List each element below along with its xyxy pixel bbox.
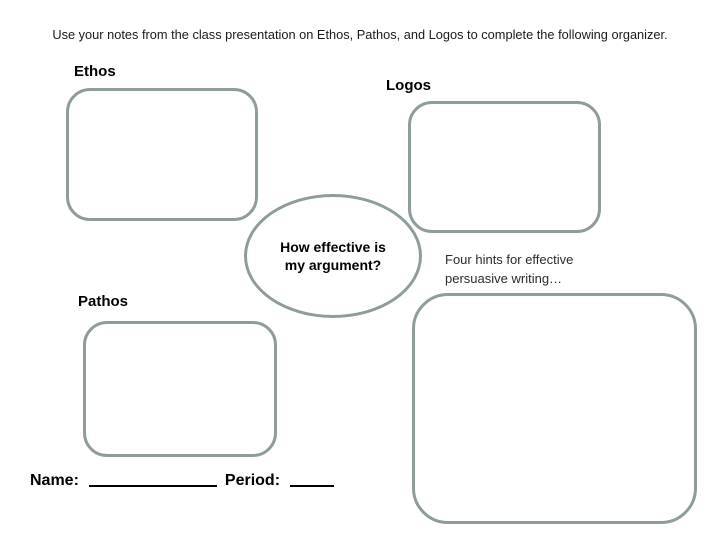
name-blank-field[interactable]: [88, 471, 217, 487]
pathos-label: Pathos: [78, 293, 129, 310]
footer: Name: Period:: [30, 471, 335, 490]
logos-box[interactable]: [408, 101, 601, 233]
logos-label: Logos: [386, 77, 431, 94]
hints-caption: Four hints for effective persuasive writ…: [445, 252, 574, 286]
period-label: Period:: [224, 472, 281, 489]
name-label: Name:: [30, 472, 79, 489]
period-blank-field[interactable]: [290, 471, 335, 487]
instruction-text: Use your notes from the class presentati…: [52, 27, 668, 42]
pathos-box[interactable]: [83, 321, 277, 457]
center-question-text: How effective is my argument?: [280, 239, 386, 273]
ethos-box[interactable]: [66, 88, 258, 221]
center-question-ellipse: How effective is my argument?: [244, 194, 422, 318]
hints-box[interactable]: [412, 293, 697, 524]
ethos-label: Ethos: [74, 63, 116, 80]
